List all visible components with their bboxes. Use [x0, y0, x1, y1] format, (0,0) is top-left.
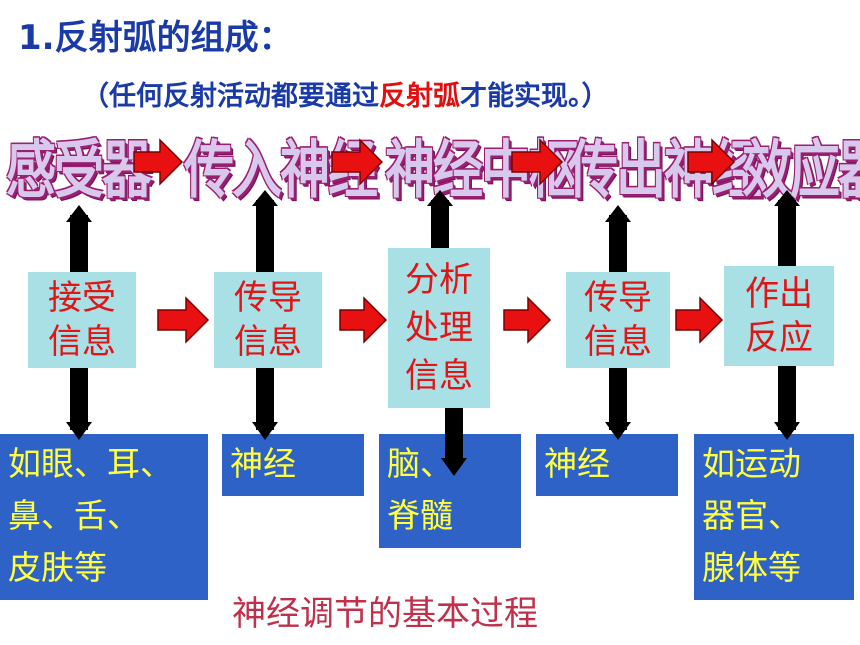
function-line: 信息	[584, 322, 652, 362]
arrow-up-icon	[427, 190, 453, 206]
stage-effector: 效应器	[742, 133, 860, 207]
function-line: 传导	[584, 278, 652, 318]
example-line: 脑、	[387, 444, 453, 483]
example-line: 神经	[230, 444, 296, 483]
arrow-right-icon	[133, 138, 184, 186]
function-line: 传导	[234, 278, 302, 318]
arrow-right-icon	[331, 138, 384, 186]
function-line: 接受	[48, 278, 116, 318]
page-title: 1.反射弧的组成：	[18, 18, 293, 58]
arrow-up-icon	[66, 205, 92, 222]
arrow-down-icon	[252, 422, 278, 440]
caption: 神经调节的基本过程	[232, 594, 538, 634]
connector-bar	[70, 215, 88, 275]
arrow-right-icon	[687, 138, 736, 186]
subtitle-highlight: 反射弧	[379, 81, 460, 112]
function-line: 信息	[48, 322, 116, 362]
arrow-up-icon	[252, 190, 278, 206]
function-line: 反应	[745, 318, 813, 358]
stage-receptor: 感受器	[6, 133, 152, 207]
function-box-conduct-in: 传导 信息	[214, 272, 322, 368]
function-line: 处理	[405, 308, 473, 348]
connector-bar	[778, 360, 796, 430]
example-box-afferent: 神经	[222, 434, 364, 496]
arrow-up-icon	[605, 205, 631, 222]
example-box-effector: 如运动 器官、 腺体等	[694, 434, 854, 600]
arrow-up-icon	[774, 190, 800, 206]
function-box-conduct-out: 传导 信息	[566, 272, 670, 368]
connector-bar	[431, 200, 449, 250]
connector-bar	[256, 360, 274, 430]
example-line: 如运动	[702, 444, 801, 483]
subtitle-post: 才能实现。）	[460, 81, 609, 112]
arrow-right-icon	[675, 296, 724, 344]
arrow-right-icon	[511, 138, 564, 186]
connector-bar	[778, 200, 796, 275]
arrow-right-icon	[503, 296, 552, 344]
subtitle: （任何反射活动都要通过反射弧才能实现。）	[82, 74, 609, 113]
example-line: 腺体等	[702, 548, 801, 587]
arrow-down-icon	[66, 422, 92, 440]
connector-bar	[70, 360, 88, 430]
arrow-down-icon	[441, 458, 467, 476]
stage-efferent-nerve: 传出神经	[568, 133, 762, 207]
arrow-down-icon	[774, 422, 800, 440]
function-box-respond: 作出 反应	[724, 266, 834, 366]
connector-bar	[609, 360, 627, 430]
function-line: 作出	[745, 274, 813, 314]
example-line: 皮肤等	[8, 548, 107, 587]
connector-bar	[256, 200, 274, 275]
example-line: 如眼、耳、	[8, 444, 173, 483]
subtitle-pre: （任何反射活动都要通过	[82, 81, 379, 112]
example-line: 器官、	[702, 496, 801, 535]
function-box-receive: 接受 信息	[28, 272, 136, 368]
arrow-right-icon	[339, 296, 388, 344]
example-line: 脊髓	[387, 496, 453, 535]
example-box-efferent: 神经	[536, 434, 678, 496]
function-line: 分析	[405, 260, 473, 300]
function-line: 信息	[234, 322, 302, 362]
example-box-receptor: 如眼、耳、 鼻、舌、 皮肤等	[0, 434, 208, 600]
function-box-analyze: 分析 处理 信息	[388, 248, 490, 408]
example-line: 鼻、舌、	[8, 496, 140, 535]
arrow-right-icon	[157, 296, 210, 344]
connector-bar	[445, 408, 463, 460]
connector-bar	[609, 215, 627, 275]
arrow-down-icon	[605, 422, 631, 440]
function-line: 信息	[405, 356, 473, 396]
example-line: 神经	[544, 444, 610, 483]
